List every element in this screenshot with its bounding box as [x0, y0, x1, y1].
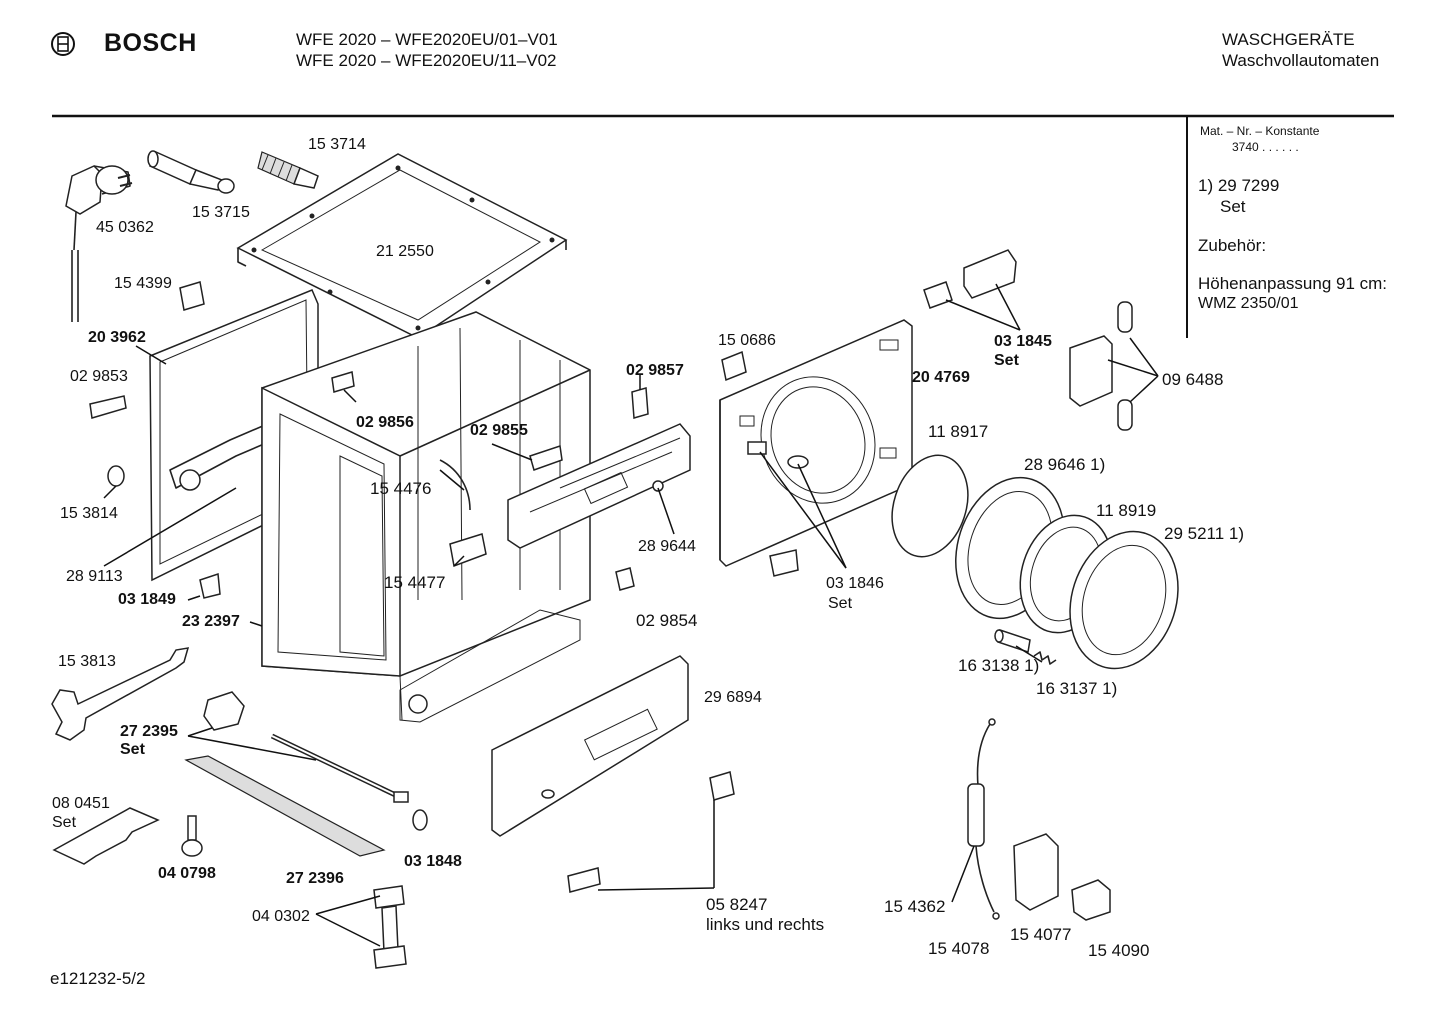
part-label: 11 8917: [928, 422, 989, 441]
part-label: 02 9857: [626, 362, 684, 379]
part-label: 05 8247: [706, 895, 768, 914]
plinth-panel-part: [491, 655, 689, 837]
part-label-set: Set: [120, 741, 145, 758]
hinge-pin-part: [994, 629, 1031, 653]
leader-lines: [103, 283, 1159, 947]
part-label: 20 4769: [912, 369, 970, 386]
door-ring-part: [1069, 530, 1179, 670]
height-adjust-value: WMZ 2350/01: [1198, 295, 1299, 312]
part-label: 15 3813: [58, 653, 116, 670]
part-label: 02 9853: [70, 368, 128, 385]
part-label: 15 4399: [114, 275, 172, 292]
door-hinge-part: [1069, 301, 1133, 431]
plinth-clip-parts: [567, 771, 735, 893]
part-label: 02 9855: [470, 422, 528, 439]
part-label: 15 4362: [884, 897, 946, 916]
cabinet-frame-part: [261, 311, 591, 723]
spring-part: [1033, 651, 1057, 665]
part-label: 28 9644: [638, 538, 696, 555]
part-label: 28 9646 1): [1024, 455, 1106, 474]
part-label-set: Set: [828, 595, 853, 612]
door-interlock-part: [1013, 833, 1059, 911]
part-label: 03 1849: [118, 591, 176, 608]
front-panel-part: [719, 319, 913, 567]
part-label: 15 4077: [1010, 925, 1072, 944]
part-label: 08 0451: [52, 795, 110, 812]
pressure-switch-part: [203, 691, 409, 803]
part-label-set: Set: [52, 814, 77, 831]
wrench-part: [51, 647, 190, 741]
set-note-number: 1) 29 7299: [1198, 176, 1280, 195]
brand-name: BOSCH: [104, 29, 197, 57]
set-note-label: Set: [1220, 197, 1246, 216]
category-line-2: Waschvollautomaten: [1222, 51, 1380, 70]
part-label: 15 0686: [718, 332, 776, 349]
part-label: 15 3714: [308, 136, 366, 153]
foil-strip-part: [184, 755, 386, 857]
category-line-1: WASCHGERÄTE: [1222, 30, 1355, 49]
part-label: 02 9856: [356, 414, 414, 431]
accessory-label: Zubehör:: [1198, 236, 1267, 255]
part-label: 03 1845: [994, 333, 1052, 350]
screw-part: [181, 815, 203, 857]
suppressor-part: [257, 151, 319, 189]
part-label: 11 8919: [1096, 501, 1157, 520]
door-lock-part: [923, 249, 1017, 309]
part-label: 29 6894: [704, 689, 762, 706]
part-label: 15 4477: [384, 573, 446, 592]
small-bracket-parts: [89, 281, 799, 599]
drawing-id: e121232-5/2: [50, 969, 146, 988]
part-label: 15 4090: [1088, 941, 1150, 960]
part-label: 02 9854: [636, 611, 698, 630]
part-label: 09 6488: [1162, 370, 1224, 389]
part-label: 16 3137 1): [1036, 679, 1118, 698]
part-label-set: Set: [994, 352, 1019, 369]
part-label: 03 1848: [404, 853, 462, 870]
model-line-2: WFE 2020 – WFE2020EU/11–V02: [296, 51, 557, 70]
part-label: 45 0362: [96, 219, 154, 236]
control-panel-part: [507, 423, 691, 549]
part-label: 29 5211 1): [1164, 524, 1245, 543]
capacitor-part: [147, 150, 235, 194]
mat-nr-value: 3740 . . . . . .: [1232, 140, 1299, 154]
part-label: 28 9113: [66, 568, 123, 585]
mat-nr-label: Mat. – Nr. – Konstante: [1200, 124, 1320, 138]
foot-bolt-part: [373, 885, 407, 969]
part-label: 15 4078: [928, 939, 990, 958]
part-label: 03 1846: [826, 575, 884, 592]
part-label-note: links und rechts: [706, 915, 825, 934]
part-label: 20 3962: [88, 329, 146, 346]
top-cover-part: [236, 153, 568, 339]
part-label: 15 3814: [60, 505, 118, 522]
part-label: 15 4476: [370, 479, 432, 498]
part-label: 04 0798: [158, 865, 216, 882]
part-label: 04 0302: [252, 908, 310, 925]
seal-ring-part: [891, 454, 969, 558]
leveling-shim-part: [52, 807, 160, 865]
part-label: 15 3715: [192, 204, 250, 221]
power-cable-part: [65, 165, 133, 322]
bosch-logo-icon: [51, 32, 75, 56]
model-line-1: WFE 2020 – WFE2020EU/01–V01: [296, 30, 558, 49]
part-label: 27 2395: [120, 723, 178, 740]
interlock-bracket-part: [1071, 879, 1111, 921]
part-label: 16 3138 1): [958, 656, 1040, 675]
part-label: 21 2550: [376, 243, 434, 260]
door-cable-part: [967, 718, 1000, 920]
part-label: 23 2397: [182, 613, 240, 630]
clip-part: [412, 809, 428, 831]
part-label: 27 2396: [286, 870, 344, 887]
height-adjust-label: Höhenanpassung 91 cm:: [1198, 274, 1388, 293]
